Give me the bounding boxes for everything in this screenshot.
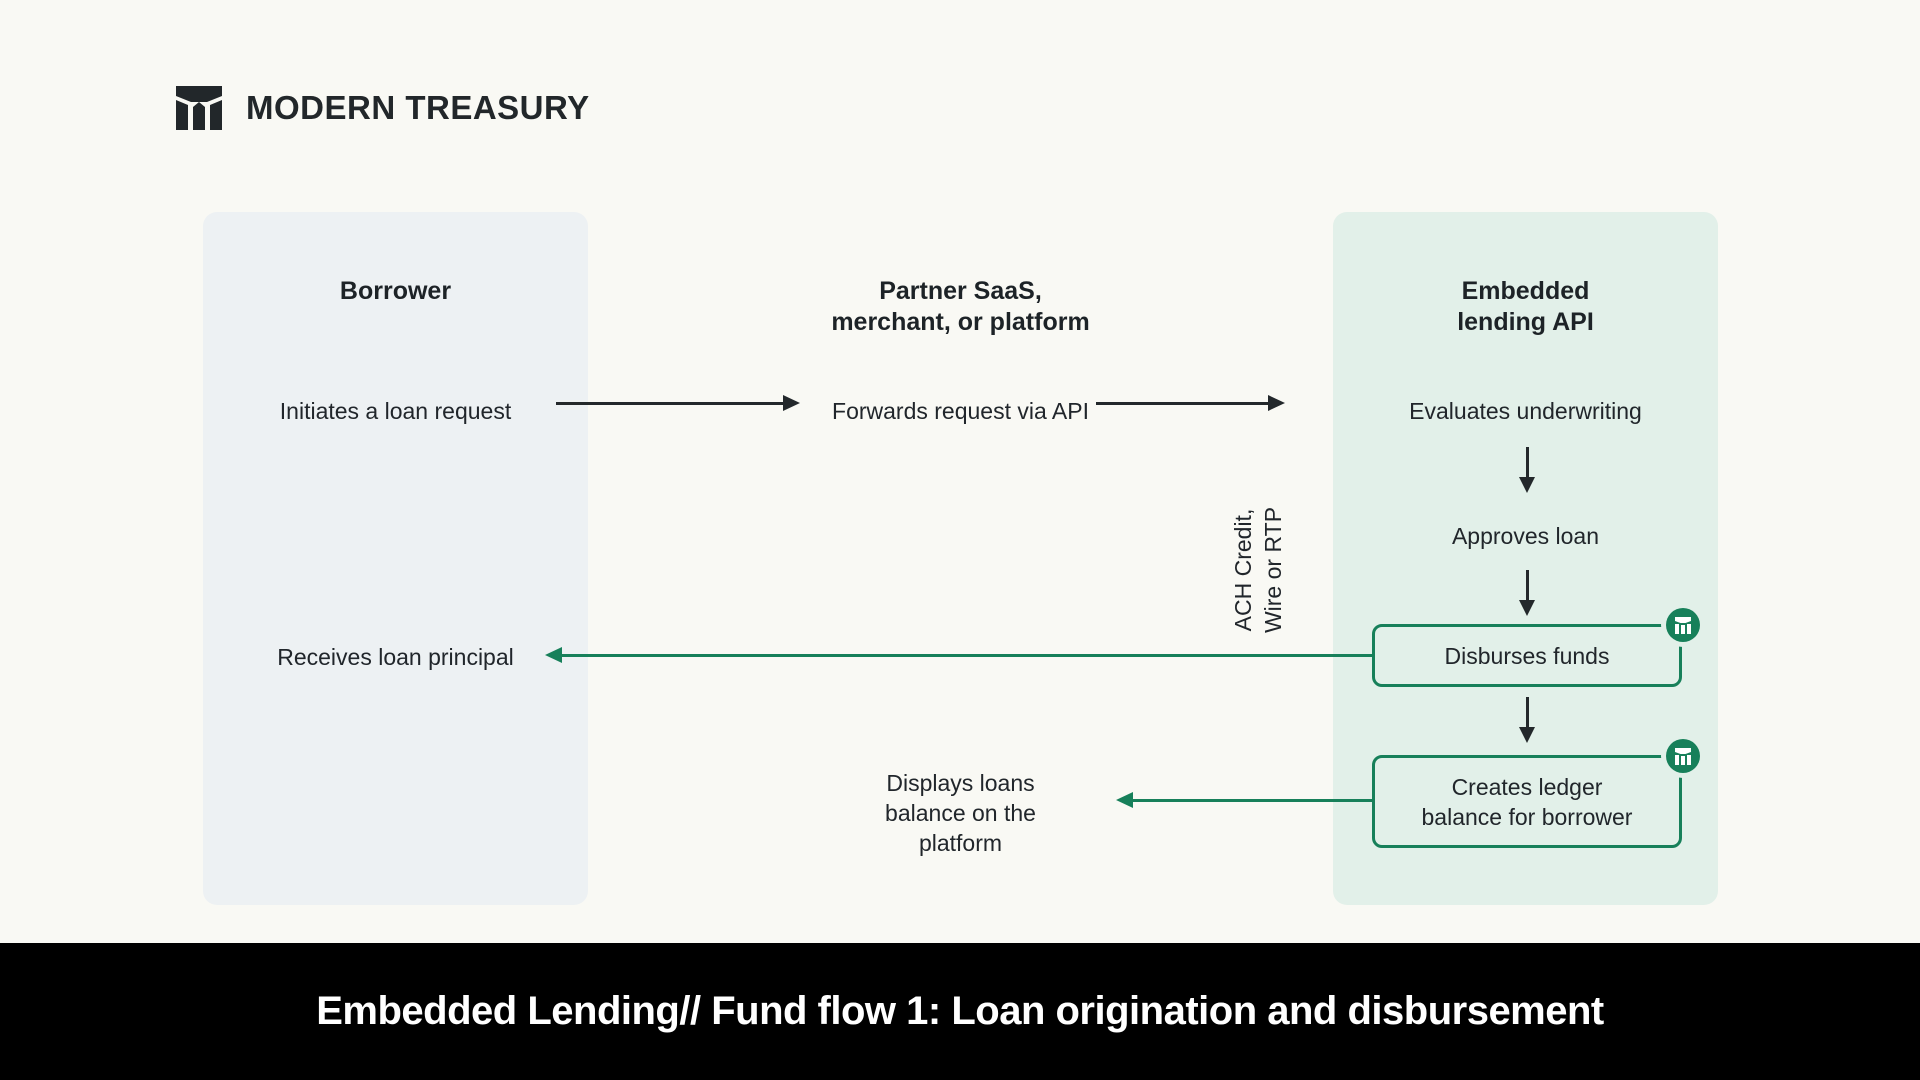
flow-step-initiates: Initiates a loan request bbox=[279, 398, 512, 424]
api-column-title: Embedded lending API bbox=[1333, 276, 1718, 338]
displays-label-line3: platform bbox=[918, 830, 1003, 856]
payment-rails-line1: ACH Credit, bbox=[1230, 508, 1256, 632]
embedded-lending-api-column bbox=[1333, 212, 1718, 905]
disburses-funds-box: Disburses funds bbox=[1372, 624, 1682, 687]
payment-rails-line2: Wire or RTP bbox=[1260, 506, 1286, 634]
arrow-disburses-to-ledger bbox=[1526, 697, 1529, 727]
payment-rails-label: ACH Credit, Wire or RTP bbox=[1228, 470, 1288, 670]
creates-ledger-label-line2: balance for borrower bbox=[1421, 803, 1633, 830]
partner-column-title-line2: merchant, or platform bbox=[831, 308, 1090, 336]
flow-step-approves: Approves loan bbox=[1451, 523, 1600, 549]
arrow-initiates-to-forwards bbox=[556, 402, 783, 405]
arrow-disburses-to-receives-head bbox=[545, 647, 562, 663]
borrower-column-title: Borrower bbox=[339, 277, 452, 305]
arrow-evaluates-to-approves bbox=[1526, 447, 1529, 477]
flow-step-forwards: Forwards request via API bbox=[832, 398, 1089, 424]
modern-treasury-wordmark: MODERN TREASURY bbox=[246, 89, 590, 126]
creates-ledger-label-line1: Creates ledger bbox=[1451, 773, 1603, 800]
arrow-ledger-to-displays-head bbox=[1116, 792, 1133, 808]
arrow-initiates-to-forwards-head bbox=[783, 395, 800, 411]
arrow-forwards-to-evaluates-head bbox=[1268, 395, 1285, 411]
arrow-evaluates-to-approves-head bbox=[1519, 477, 1535, 493]
mt-badge-icon-ledger bbox=[1666, 739, 1700, 773]
partner-column-title: Partner SaaS, merchant, or platform bbox=[768, 276, 1153, 338]
creates-ledger-box: Creates ledger balance for borrower bbox=[1372, 755, 1682, 848]
modern-treasury-logo: MODERN TREASURY bbox=[176, 86, 590, 130]
arrow-ledger-to-displays bbox=[1133, 799, 1372, 802]
arrow-approves-to-disburses bbox=[1526, 570, 1529, 600]
flow-step-receives: Receives loan principal bbox=[277, 644, 514, 670]
borrower-column bbox=[203, 212, 588, 905]
displays-label-line2: balance on the bbox=[885, 800, 1036, 826]
flow-step-displays: Displays loans balance on the platform bbox=[768, 768, 1153, 858]
partner-column-title-line1: Partner SaaS, bbox=[879, 277, 1042, 305]
arrow-forwards-to-evaluates bbox=[1096, 402, 1268, 405]
arrow-disburses-to-receives bbox=[562, 654, 1372, 657]
modern-treasury-mark-icon bbox=[176, 86, 222, 130]
footer-bar: Embedded Lending// Fund flow 1: Loan ori… bbox=[0, 943, 1920, 1080]
flow-step-evaluates: Evaluates underwriting bbox=[1409, 398, 1642, 424]
mt-badge-icon-disburses bbox=[1666, 608, 1700, 642]
api-column-title-line2: lending API bbox=[1457, 308, 1594, 336]
api-column-title-line1: Embedded bbox=[1461, 277, 1590, 305]
disburses-funds-label: Disburses funds bbox=[1444, 642, 1610, 669]
arrow-disburses-to-ledger-head bbox=[1519, 727, 1535, 743]
footer-title: Embedded Lending// Fund flow 1: Loan ori… bbox=[316, 989, 1604, 1033]
arrow-approves-to-disburses-head bbox=[1519, 600, 1535, 616]
displays-label-line1: Displays loans bbox=[886, 770, 1035, 796]
